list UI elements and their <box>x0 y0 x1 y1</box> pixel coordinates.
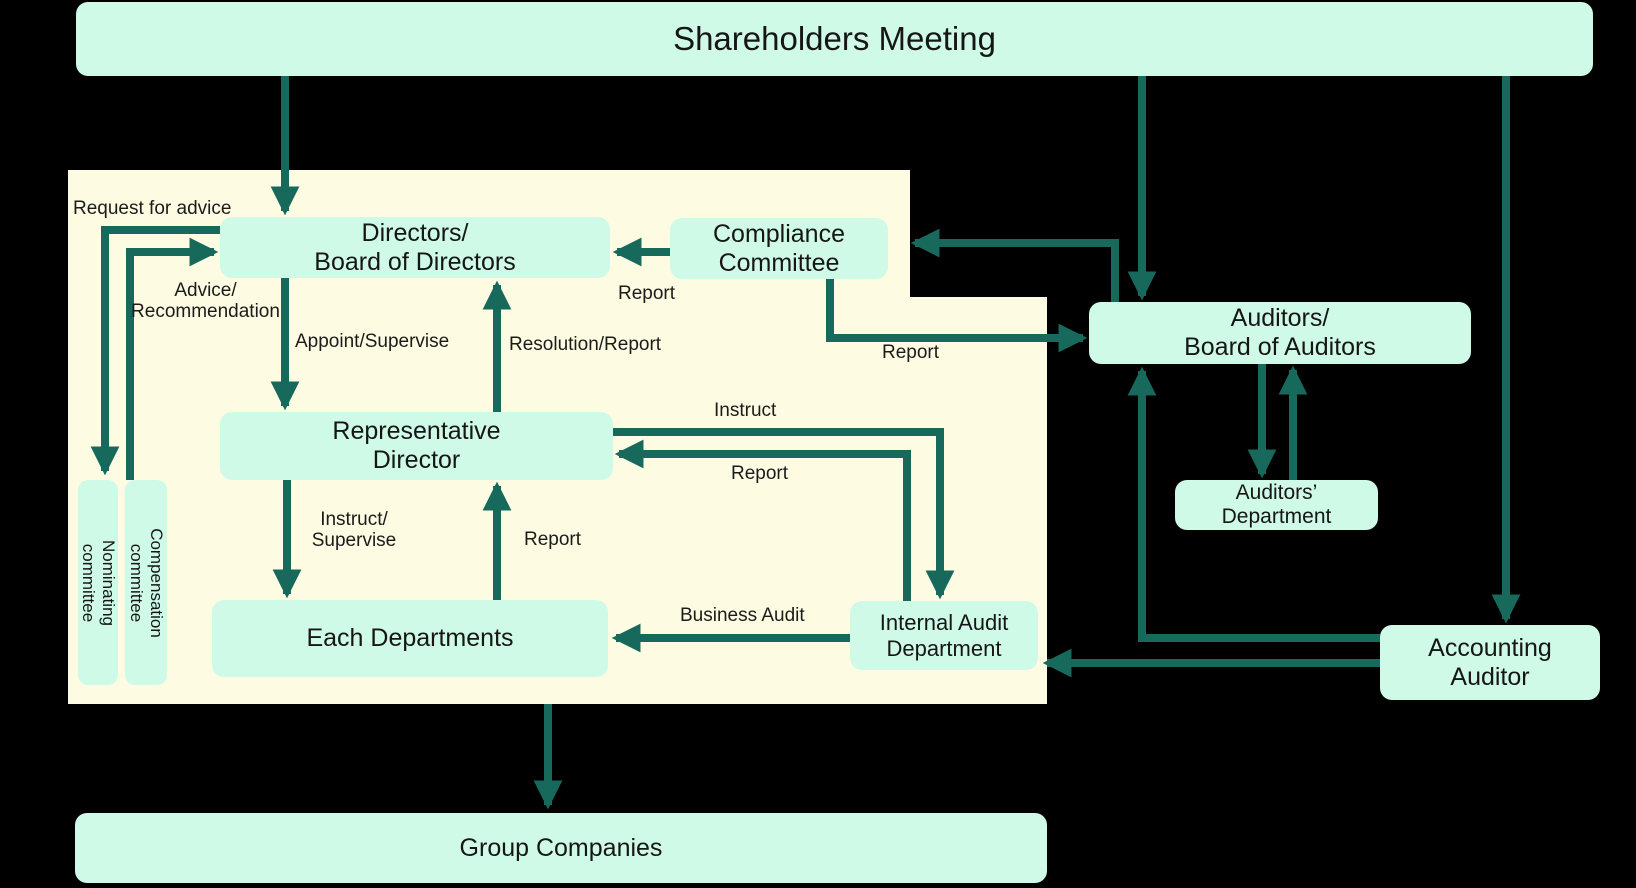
internal-audit-label-line2: Department <box>886 635 1002 661</box>
accounting-auditor-label-line2: Auditor <box>1450 662 1530 691</box>
directors-label-line1: Directors/ <box>361 218 469 247</box>
label-request-for-advice: Request for advice <box>73 198 232 219</box>
nominating-label-line1: Nominating <box>99 539 118 626</box>
label-report-internal-audit-to-representative: Report <box>731 463 789 484</box>
node-internal-audit-department: Internal Audit Department <box>850 601 1038 670</box>
representative-label-line2: Director <box>372 446 461 474</box>
node-board-of-directors: Directors/ Board of Directors <box>220 217 610 278</box>
auditors-label-line1: Auditors/ <box>1230 304 1330 332</box>
node-representative-director: Representative Director <box>220 412 613 480</box>
shareholders-meeting-label: Shareholders Meeting <box>673 19 996 57</box>
compensation-committee-label: Compensation committee <box>126 483 166 683</box>
label-advice-recommendation: Advice/ Recommendation <box>108 280 303 323</box>
node-group-companies: Group Companies <box>75 813 1047 883</box>
node-nominating-committee: Nominating committee <box>78 480 118 685</box>
representative-label-line1: Representative <box>332 417 501 445</box>
node-each-departments: Each Departments <box>212 600 608 677</box>
compensation-label-line1: Compensation <box>147 527 166 638</box>
compliance-label-line2: Committee <box>718 248 840 277</box>
nominating-committee-label: Nominating committee <box>78 483 118 683</box>
label-report-each-departments: Report <box>524 529 582 550</box>
label-instruct-supervise-line2: Supervise <box>311 530 397 552</box>
label-advice-line1: Advice/ <box>174 280 237 301</box>
label-report-compliance-to-auditors: Report <box>882 342 940 363</box>
internal-audit-label-line1: Internal Audit <box>879 609 1009 635</box>
label-instruct: Instruct <box>714 400 777 421</box>
compliance-label-line1: Compliance <box>712 219 845 248</box>
label-instruct-supervise-line1: Instruct/ <box>320 509 388 530</box>
each-departments-label: Each Departments <box>306 624 514 652</box>
auditors-department-label-line2: Department <box>1221 505 1332 528</box>
node-compliance-committee: Compliance Committee <box>670 218 888 279</box>
label-instruct-supervise: Instruct/ Supervise <box>300 509 408 552</box>
node-accounting-auditor: Accounting Auditor <box>1380 625 1600 700</box>
auditors-department-label-line1: Auditors’ <box>1235 480 1318 504</box>
label-appoint-supervise: Appoint/Supervise <box>295 331 450 352</box>
node-compensation-committee: Compensation committee <box>125 480 167 685</box>
node-shareholders-meeting: Shareholders Meeting <box>76 2 1593 76</box>
label-advice-line2: Recommendation <box>131 301 280 323</box>
compensation-label-line2: committee <box>127 543 146 622</box>
arrow-auditors-to-compliance <box>910 228 1119 302</box>
label-business-audit: Business Audit <box>680 605 805 626</box>
group-companies-label: Group Companies <box>459 833 663 862</box>
auditors-label-line2: Board of Auditors <box>1184 333 1376 361</box>
node-board-of-auditors: Auditors/ Board of Auditors <box>1089 302 1471 364</box>
nominating-label-line2: committee <box>79 543 98 622</box>
node-auditors-department: Auditors’ Department <box>1175 480 1378 530</box>
directors-label-line2: Board of Directors <box>314 247 516 276</box>
label-resolution-report: Resolution/Report <box>509 334 662 355</box>
label-report-compliance-to-directors: Report <box>618 283 676 304</box>
accounting-auditor-label-line1: Accounting <box>1428 633 1552 662</box>
